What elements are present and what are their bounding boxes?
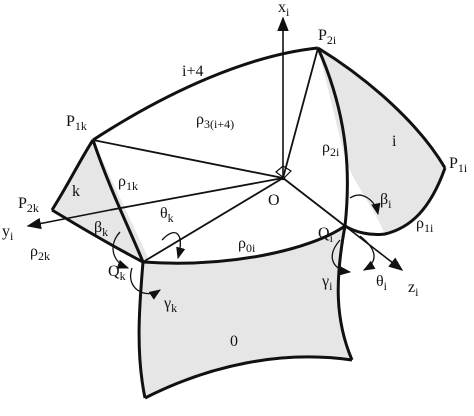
z-axis	[344, 225, 404, 271]
label-gamma-i: γi	[321, 273, 333, 293]
diagram-labels: xi yi zi O P2i P1k P2k P1i Qk Qi i+4 ρ3(…	[2, 0, 468, 350]
origin-point	[280, 175, 286, 181]
rays-from-origin	[92, 47, 346, 263]
label-theta-i: θi	[376, 273, 388, 293]
edge-p1i-qi	[344, 167, 447, 236]
label-rho-2k: ρ2k	[30, 243, 50, 263]
ray-o-p2i	[282, 47, 319, 179]
theta-i-arc	[359, 235, 376, 271]
edge-p1k-p2k	[50, 139, 95, 211]
label-zi: zi	[408, 279, 419, 299]
ray-o-qi	[282, 177, 346, 227]
edge-qk-qi	[142, 224, 346, 265]
edge-p2k-qk	[51, 208, 144, 264]
label-P2k: P2k	[18, 195, 39, 215]
face-i-region	[318, 48, 445, 234]
label-rho-1i: ρ1i	[416, 215, 434, 235]
edge-qi-bottom	[336, 225, 354, 361]
gamma-k-arc	[129, 267, 161, 300]
coordinate-axes	[26, 16, 404, 271]
label-P1i: P1i	[449, 155, 468, 175]
label-beta-k: βk	[94, 219, 108, 239]
label-face-i-plus-4: i+4	[182, 63, 203, 80]
label-Qi: Qi	[318, 225, 334, 245]
label-face-0: 0	[230, 333, 238, 350]
label-beta-i: βi	[380, 191, 392, 211]
label-gamma-k: γk	[163, 295, 177, 315]
beta-i-arc	[349, 194, 381, 216]
label-theta-k: θk	[160, 205, 174, 225]
edge-qk-bottom	[137, 261, 147, 399]
edge-p2i-qi	[316, 47, 349, 227]
beta-k-arc	[112, 231, 130, 269]
label-P1k: P1k	[66, 113, 87, 133]
angle-arcs	[112, 194, 381, 300]
ray-o-p1k	[92, 139, 284, 179]
label-face-i: i	[392, 133, 397, 150]
label-rho-2i: ρ2i	[322, 139, 340, 159]
label-O: O	[268, 192, 280, 209]
face-0-region	[139, 226, 352, 398]
ray-o-p2k-in-face	[109, 177, 284, 211]
label-rho-0i: ρ0i	[238, 235, 256, 255]
label-Qk: Qk	[108, 263, 126, 283]
edge-p1k-p2i	[92, 46, 319, 142]
label-rho-1k: ρ1k	[118, 173, 138, 193]
gamma-i-arc	[331, 239, 352, 276]
right-angle-marker	[275, 165, 292, 179]
label-rho-3-i4: ρ3(i+4)	[196, 111, 234, 131]
label-yi: yi	[2, 223, 14, 243]
y-axis	[26, 209, 111, 230]
label-xi: xi	[278, 0, 290, 19]
ray-o-qk	[142, 177, 284, 263]
theta-k-arc	[161, 232, 186, 260]
label-P2i: P2i	[318, 27, 337, 47]
label-face-k: k	[72, 183, 80, 200]
edge-p2i-p1i	[317, 46, 447, 169]
polygon-edges	[50, 46, 447, 400]
edge-bottom	[144, 355, 353, 400]
